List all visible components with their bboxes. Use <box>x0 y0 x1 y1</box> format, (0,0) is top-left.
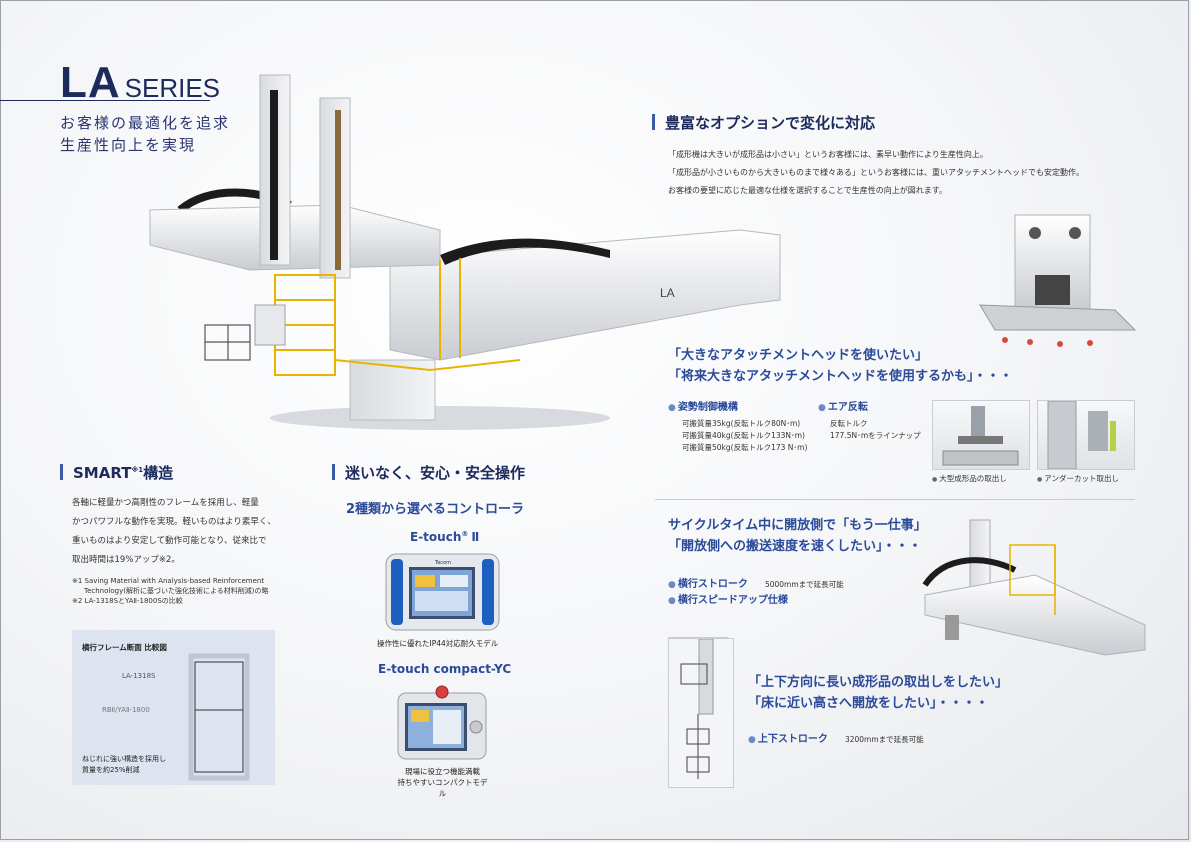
smart-body: 各軸に軽量かつ高剛性のフレームを採用し、軽量 かつパワフルな動作を実現。軽いもの… <box>72 494 292 570</box>
options-heading: 豊富なオプションで変化に対応 <box>652 112 875 133</box>
diagram-title: 横行フレーム断面 比較図 <box>82 643 167 652</box>
smart-note-2: ※2 LA-1318SとYAⅡ-1800Sの比較 <box>72 597 183 605</box>
posture-control-lines: 可搬質量35kg(反転トルク80N･m) 可搬質量40kg(反転トルク133N･… <box>682 418 807 454</box>
options-heading-text: 豊富なオプションで変化に対応 <box>665 114 876 132</box>
options-line-1: 「成形機は大きいが成形品は小さい」というお客様には、素早い動作により生産性向上。 <box>668 150 988 159</box>
traverse-speedup: 横行スピードアップ仕様 <box>668 588 788 607</box>
etouch2-device-image: Tecom <box>385 553 500 631</box>
heading-bar <box>60 464 63 480</box>
series-title-big: LA <box>60 58 121 107</box>
heading-bar <box>332 464 335 480</box>
etouch2-sup: ® <box>461 530 469 538</box>
diagram-note-1: ねじれに強い構造を採用し <box>82 755 166 763</box>
divider-2 <box>668 637 728 638</box>
tagline: お客様の最適化を追求 生産性向上を実現 <box>60 112 230 156</box>
options-line-3: お客様の要望に応じた最適な仕様を選択することで生産性の向上が図れます。 <box>668 186 947 195</box>
posture-control-title: 姿勢制御機構 <box>668 398 807 413</box>
traverse-stroke-note: 5000mmまで延長可能 <box>764 580 844 589</box>
air-reverse-title: エア反転 <box>818 398 921 413</box>
options-body: 「成形機は大きいが成形品は小さい」というお客様には、素早い動作により生産性向上。… <box>668 146 1148 200</box>
attachment-head-illustration <box>979 214 1137 347</box>
smart-heading: SMART※1構造 <box>60 462 173 483</box>
la-robot-illustration: LA <box>149 74 781 430</box>
diagram-label-rb: RBⅡ/YAⅡ-1800 <box>102 706 150 714</box>
traverse-stroke: 横行ストローク 5000mmまで延長可能 <box>668 572 844 591</box>
posture-line-2: 可搬質量40kg(反転トルク133N･m) <box>682 431 805 440</box>
undercut-photo <box>1037 400 1135 470</box>
large-part-photo <box>932 400 1030 470</box>
vertical-stroke-illustration <box>680 638 714 779</box>
cycle-question: サイクルタイム中に開放側で「もう一仕事」 「開放側への搬送速度を速くしたい」・・… <box>668 515 927 557</box>
undercut-illustration <box>1047 400 1116 470</box>
controller-subheading: 2種類から選べるコントローラ <box>346 502 525 517</box>
cross-section-shapes <box>188 653 250 781</box>
attachment-q1: 「大きなアタッチメントヘッドを使いたい」 <box>668 348 929 363</box>
etouch-compact-caption-1: 現場に役立つ機能満載 <box>405 767 480 776</box>
diagram-label-la: LA-1318S <box>122 672 156 680</box>
diagram-note-2: 質量を約25%削減 <box>82 766 140 774</box>
heading-bar <box>652 114 655 130</box>
smart-body-1: 各軸に軽量かつ高剛性のフレームを採用し、軽量 <box>72 498 259 508</box>
air-reverse-line-2: 177.5N･mをラインナップ <box>830 431 921 440</box>
vertical-stroke-title: 上下ストローク <box>748 734 828 745</box>
posture-control: 姿勢制御機構 可搬質量35kg(反転トルク80N･m) 可搬質量40kg(反転ト… <box>668 398 808 454</box>
caption-undercut: アンダーカット取出し <box>1037 473 1119 484</box>
smart-body-3: 重いものはより安定して動作可能となり、従来比で <box>72 536 267 546</box>
smart-heading-main: SMART <box>73 464 132 482</box>
air-reverse-line-1: 反転トルク <box>830 419 868 428</box>
frame-cross-section-diagram: 横行フレーム断面 比較図 LA-1318S RBⅡ/YAⅡ-1800 ねじれに強… <box>72 630 275 785</box>
vertical-q1: 「上下方向に長い成形品の取出しをしたい」 <box>748 675 1009 690</box>
smart-body-2: かつパワフルな動作を実現。軽いものはより素早く、 <box>72 517 276 527</box>
posture-line-1: 可搬質量35kg(反転トルク80N･m) <box>682 419 801 428</box>
etouch-compact-device-illustration <box>397 685 487 760</box>
vertical-q2: 「床に近い高さへ開放をしたい」・・・・ <box>748 696 989 711</box>
vertical-stroke-note: 3200mmまで延長可能 <box>844 735 924 744</box>
etouch-compact-caption: 現場に役立つ機能満載 持ちやすいコンパクトモデル <box>395 766 490 799</box>
etouch2-title: E-touch®Ⅱ <box>410 530 479 544</box>
cycle-robot-illustration <box>922 519 1146 656</box>
attachment-head-image <box>975 205 1140 355</box>
traverse-speedup-title: 横行スピードアップ仕様 <box>668 595 788 606</box>
options-line-2: 「成形品が小さいものから大きいものまで様々ある」というお客様には、重いアタッチメ… <box>668 168 1084 177</box>
diagram-notes: ねじれに強い構造を採用し 質量を約25%削減 <box>82 754 166 776</box>
safety-heading-text: 迷いなく、安心・安全操作 <box>345 464 526 482</box>
large-part-illustration <box>942 406 1019 466</box>
title-underline <box>0 100 210 101</box>
safety-heading: 迷いなく、安心・安全操作 <box>332 462 525 483</box>
series-title-small: SERIES <box>124 73 221 103</box>
smart-heading-sup: ※1 <box>131 466 144 474</box>
air-reverse: エア反転 反転トルク 177.5N･mをラインナップ <box>818 398 921 442</box>
attachment-question: 「大きなアタッチメントヘッドを使いたい」 「将来大きなアタッチメントヘッドを使用… <box>668 345 1013 387</box>
etouch-compact-title: E-touch compact-YC <box>378 662 512 676</box>
etouch-compact-caption-2: 持ちやすいコンパクトモデル <box>397 778 488 798</box>
caption-large-part: 大型成形品の取出し <box>932 473 1007 484</box>
posture-line-3: 可搬質量50kg(反転トルク173 N･m) <box>682 443 808 452</box>
vertical-question: 「上下方向に長い成形品の取出しをしたい」 「床に近い高さへ開放をしたい」・・・・ <box>748 672 1008 714</box>
smart-note-1b: Technology(解析に基づいた強化技術による材料削減)の略 <box>84 587 269 595</box>
divider-1 <box>655 499 1135 500</box>
smart-body-4: 取出時間は19%アップ※2。 <box>72 555 180 565</box>
etouch2-suffix: Ⅱ <box>471 530 480 544</box>
cycle-q1: サイクルタイム中に開放側で「もう一仕事」 <box>668 518 927 533</box>
etouch2-brand: Tecom <box>434 560 451 566</box>
vertical-stroke: 上下ストローク 3200mmまで延長可能 <box>748 727 924 746</box>
tagline-line-1: お客様の最適化を追求 <box>60 114 231 132</box>
smart-notes: ※1 Saving Material with Analysis-based R… <box>72 576 292 606</box>
air-reverse-lines: 反転トルク 177.5N･mをラインナップ <box>830 418 921 442</box>
smart-note-1a: ※1 Saving Material with Analysis-based R… <box>72 577 265 585</box>
cycle-robot-image <box>905 515 1160 660</box>
etouch2-name: E-touch <box>410 530 462 544</box>
arm-label: LA <box>660 286 675 300</box>
cycle-q2: 「開放側への搬送速度を速くしたい」・・・ <box>668 539 922 554</box>
etouch2-device-illustration: Tecom <box>385 553 500 631</box>
vertical-stroke-photo <box>668 638 734 788</box>
traverse-stroke-title: 横行ストローク <box>668 579 748 590</box>
attachment-q2: 「将来大きなアタッチメントヘッドを使用するかも」・・・ <box>668 369 1013 384</box>
etouch2-caption: 操作性に優れたIP44対応耐久モデル <box>377 639 499 648</box>
tagline-line-2: 生産性向上を実現 <box>60 136 197 154</box>
etouch-compact-device-image <box>397 685 487 760</box>
smart-heading-rest: 構造 <box>143 464 174 482</box>
